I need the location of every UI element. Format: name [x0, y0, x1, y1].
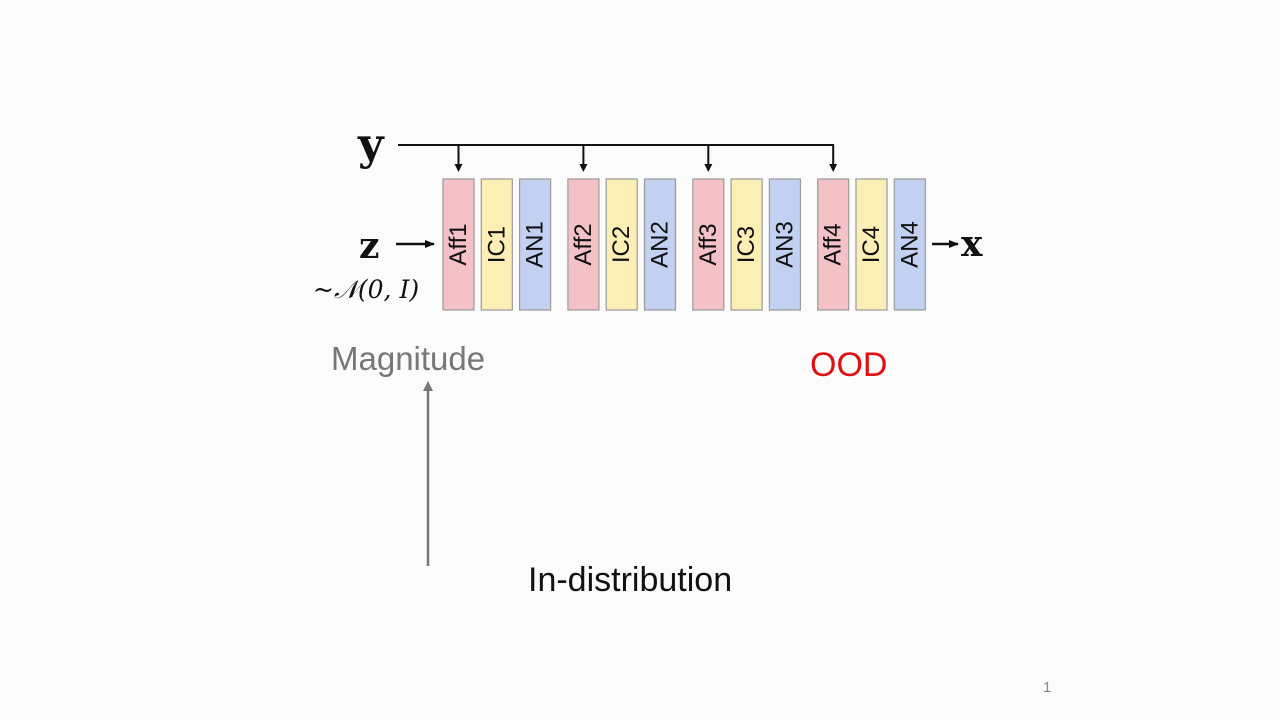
block-ic4	[855, 178, 888, 311]
block-an3	[768, 178, 802, 311]
input-y-symbol: y	[357, 119, 385, 170]
in-distribution-label: In-distribution	[528, 561, 733, 599]
latent-z-symbol: z	[359, 225, 379, 267]
block-label-ic1: IC1	[483, 226, 510, 263]
block-an1	[518, 178, 552, 311]
block-ic1	[480, 178, 513, 311]
block-label-an3: AN3	[771, 221, 798, 268]
magnitude-label: Magnitude	[331, 340, 486, 377]
block-label-aff1: Aff1	[445, 223, 472, 265]
block-label-aff3: Aff3	[695, 223, 722, 265]
block-aff2	[567, 178, 600, 311]
output-x-symbol: x	[961, 223, 983, 265]
block-an4	[893, 178, 926, 311]
block-label-an4: AN4	[896, 221, 923, 268]
block-an2	[643, 178, 677, 311]
ood-label: OOD	[810, 346, 888, 384]
page-number: 1	[1043, 679, 1052, 696]
block-ic2	[605, 178, 638, 311]
block-label-ic3: IC3	[733, 226, 760, 263]
transform-blocks: Aff1 IC1 AN1 Aff2 IC2 AN2 Aff3 IC3 AN3 Aff4 IC4 AN4	[442, 178, 926, 311]
block-label-aff2: Aff2	[570, 223, 597, 265]
block-label-aff4: Aff4	[820, 223, 847, 265]
condition-drop-arrows	[454, 145, 838, 172]
block-aff3	[692, 178, 725, 311]
block-label-an2: AN2	[647, 221, 674, 268]
block-label-ic2: IC2	[608, 226, 635, 263]
latent-distribution: ~𝒩(0, I)	[313, 275, 419, 304]
block-ic3	[730, 178, 763, 311]
block-aff4	[817, 178, 850, 311]
block-label-an1: AN1	[522, 221, 549, 268]
block-label-ic4: IC4	[858, 226, 885, 263]
block-aff1	[442, 178, 475, 311]
